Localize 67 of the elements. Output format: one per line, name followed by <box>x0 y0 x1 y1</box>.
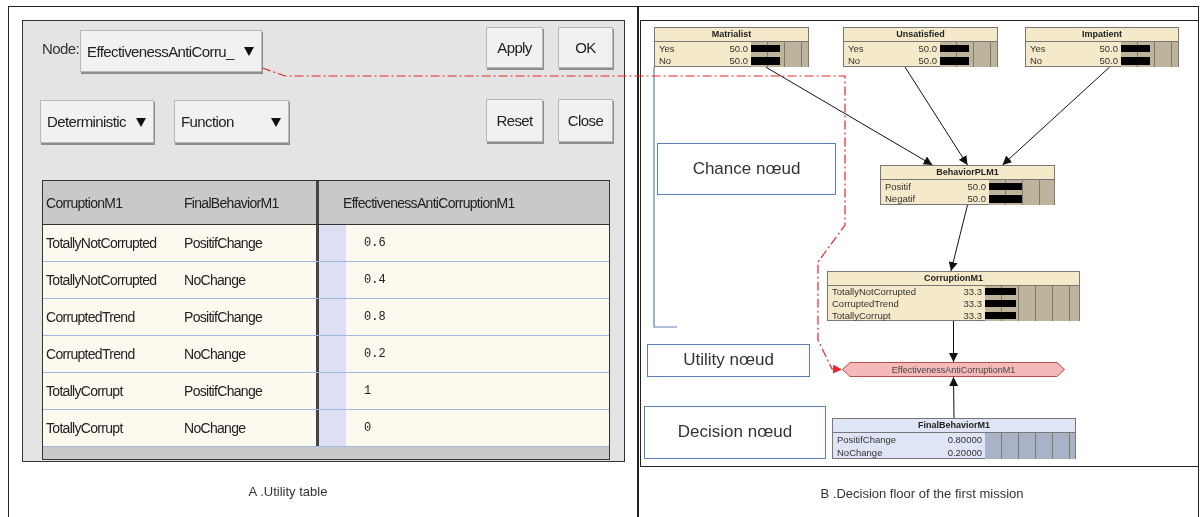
state-label: NoChange <box>183 419 247 438</box>
column-header: CorruptionM1 <box>45 193 124 213</box>
close-button: Close <box>558 99 613 142</box>
state-label: PositifChange <box>183 382 264 401</box>
state-label: No <box>1029 55 1044 67</box>
state-label: NoChange <box>183 345 247 364</box>
state-label: NoChange <box>836 447 884 458</box>
state-value: 50.0 <box>1098 55 1119 67</box>
state-label: CorruptedTrend <box>831 298 900 309</box>
state-value: 33.3 <box>962 309 983 321</box>
state-label: Yes <box>1029 42 1047 54</box>
panel-caption: A .Utility table <box>248 484 328 499</box>
state-label: TotallyNotCorrupted <box>831 286 917 298</box>
state-value: 0.80000 <box>946 434 983 445</box>
state-label: CorruptedTrend <box>45 345 136 364</box>
arrow <box>949 376 959 419</box>
state-label: PositifChange <box>183 308 264 327</box>
state-value: 33.3 <box>962 298 983 309</box>
state-label: PositifChange <box>183 234 264 253</box>
state-label: Positif <box>884 180 912 192</box>
state-value: 0.20000 <box>946 447 983 458</box>
chance-node <box>843 27 998 67</box>
state-label: No <box>847 55 862 67</box>
state-label: TotallyNotCorrupted <box>45 234 158 253</box>
node-type-label: Chance nœud <box>657 143 836 195</box>
state-value: 50.0 <box>1098 42 1119 54</box>
state-label: Yes <box>658 42 676 54</box>
arrow <box>765 66 933 166</box>
state-value: 50.0 <box>917 42 938 54</box>
decision-node <box>832 418 1076 459</box>
state-value: 50.0 <box>728 55 749 67</box>
chance-node <box>654 27 809 67</box>
chance-node <box>880 165 1055 205</box>
node-type-label: Decision nœud <box>644 406 826 459</box>
function-dropdown: Function <box>174 100 289 143</box>
node-dropdown: EffectivenessAntiCorru_ <box>80 30 262 72</box>
chance-node <box>827 271 1080 321</box>
reset-button: Reset <box>486 99 543 142</box>
state-value: 50.0 <box>728 42 749 54</box>
panel-caption: B .Decision floor of the first mission <box>820 486 1024 501</box>
arrow <box>948 204 968 272</box>
arrow <box>1002 66 1111 166</box>
state-value: 33.3 <box>962 286 983 298</box>
chance-node <box>1025 27 1179 67</box>
state-label: CorruptedTrend <box>45 308 136 327</box>
state-label: TotallyCorrupt <box>831 309 892 321</box>
state-value: 50.0 <box>966 193 987 205</box>
state-label: Negatif <box>884 193 917 205</box>
state-label: TotallyCorrupt <box>45 419 125 438</box>
arrow <box>261 67 846 374</box>
state-label: PositifChange <box>836 434 898 445</box>
state-value: 50.0 <box>966 180 987 192</box>
state-label: NoChange <box>183 271 247 290</box>
node-type-label: Utility nœud <box>647 344 810 377</box>
state-label: No <box>658 55 673 67</box>
column-header: FinalBehaviorM1 <box>183 193 280 213</box>
type-dropdown: Deterministic <box>40 100 154 143</box>
utility-node: EffectivenessAntiCorruptionM1 <box>842 362 1065 377</box>
arrow <box>949 320 958 363</box>
arrow <box>904 66 968 166</box>
state-value: 50.0 <box>917 55 938 67</box>
ok-button: OK <box>558 27 613 68</box>
apply-button: Apply <box>486 27 543 68</box>
field-label: Node: <box>42 40 80 57</box>
state-label: TotallyCorrupt <box>45 382 125 401</box>
state-label: Yes <box>847 42 865 54</box>
state-label: TotallyNotCorrupted <box>45 271 158 290</box>
